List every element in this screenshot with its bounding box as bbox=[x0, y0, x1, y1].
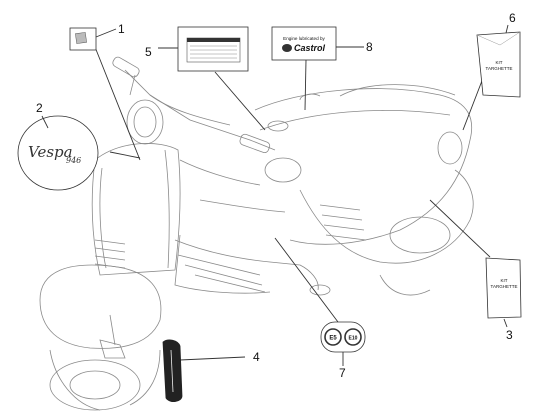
badge-e5: E5 bbox=[329, 336, 337, 342]
part-2-emblem: Vespa 946 bbox=[17, 115, 99, 191]
emblem-model: 946 bbox=[66, 156, 81, 165]
callout-stubs bbox=[41, 24, 509, 366]
scooter-outline bbox=[39, 56, 474, 411]
badge-e10: E10 bbox=[349, 336, 358, 342]
kit-line2-top: TARGHETTE bbox=[486, 66, 513, 71]
kit-line1-top: KIT bbox=[495, 60, 502, 65]
callout-6: 6 bbox=[509, 11, 516, 25]
emblem-script: Vespa bbox=[28, 143, 73, 161]
part-6-kit-envelope: KIT TARGHETTE bbox=[476, 31, 521, 98]
callout-2: 2 bbox=[36, 101, 43, 115]
kit-line1-bottom: KIT bbox=[500, 278, 507, 283]
callout-3: 3 bbox=[506, 328, 513, 342]
part-5-info-label bbox=[177, 26, 249, 72]
part-7-fuel-badges: E5 E10 bbox=[320, 321, 366, 353]
engine-label-brand: Castrol bbox=[294, 43, 326, 53]
callout-1: 1 bbox=[118, 22, 125, 36]
callout-4: 4 bbox=[253, 350, 260, 364]
part-8-engine-oil-label: Engine lubricated by Castrol bbox=[271, 26, 337, 61]
part-1-sticker bbox=[69, 27, 97, 51]
callout-7: 7 bbox=[339, 366, 346, 380]
part-3-kit-envelope: KIT TARGHETTE bbox=[485, 257, 522, 319]
engine-label-text: Engine lubricated by bbox=[283, 36, 325, 41]
callout-5: 5 bbox=[145, 45, 152, 59]
callout-8: 8 bbox=[366, 40, 373, 54]
leader-lines bbox=[94, 46, 491, 361]
part-4-side-strip bbox=[162, 339, 183, 402]
kit-line2-bottom: TARGHETTE bbox=[491, 284, 518, 289]
